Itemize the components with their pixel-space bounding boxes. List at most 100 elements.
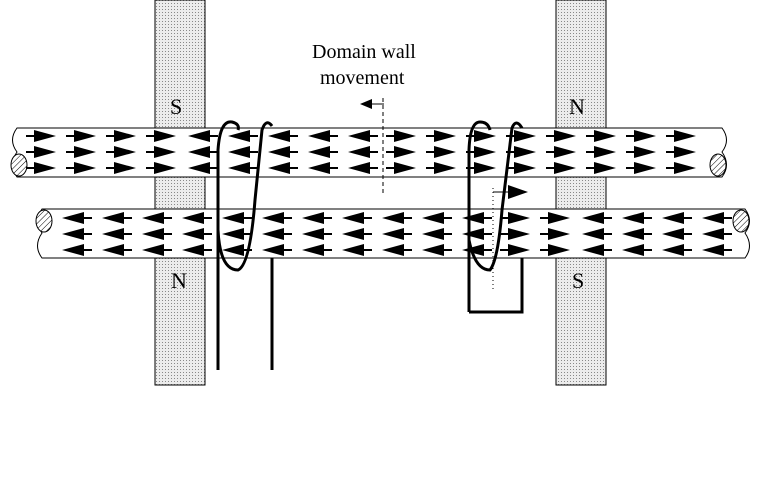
magnetization-right-arrow-icon <box>500 212 530 224</box>
magnetization-right-arrow-icon <box>500 244 530 256</box>
magnetization-right-arrow-icon <box>146 146 176 158</box>
magnetization-left-arrow-icon <box>268 146 298 158</box>
magnetization-right-arrow-icon <box>66 146 96 158</box>
magnetization-right-arrow-icon <box>106 146 136 158</box>
label-right-bottom-pole: S <box>572 268 584 293</box>
magnetization-left-arrow-icon <box>142 212 172 224</box>
magnetization-left-arrow-icon <box>702 212 732 224</box>
magnetization-left-arrow-icon <box>62 228 92 240</box>
left-coil <box>216 120 274 370</box>
magnetization-left-arrow-icon <box>268 130 298 142</box>
magnetization-left-arrow-icon <box>228 130 258 142</box>
magnetization-right-arrow-icon <box>426 146 456 158</box>
magnetization-right-arrow-icon <box>586 146 616 158</box>
magnetization-left-arrow-icon <box>382 244 412 256</box>
magnetization-right-arrow-icon <box>626 146 656 158</box>
magnetization-left-arrow-icon <box>702 244 732 256</box>
magnetization-right-arrow-icon <box>586 162 616 174</box>
magnetization-left-arrow-icon <box>622 228 652 240</box>
magnetization-left-arrow-icon <box>188 162 218 174</box>
magnetization-right-arrow-icon <box>146 130 176 142</box>
magnetization-right-arrow-icon <box>540 212 570 224</box>
magnetization-left-arrow-icon <box>182 244 212 256</box>
magnetization-left-arrow-icon <box>422 212 452 224</box>
magnetization-left-arrow-icon <box>622 212 652 224</box>
magnetization-left-arrow-icon <box>382 212 412 224</box>
magnetization-right-arrow-icon <box>386 130 416 142</box>
magnetization-left-arrow-icon <box>302 212 332 224</box>
magnetization-right-arrow-icon <box>386 146 416 158</box>
bottom-rod-left-end <box>35 209 53 233</box>
magnetization-left-arrow-icon <box>348 130 378 142</box>
magnetization-right-arrow-icon <box>626 162 656 174</box>
magnetization-left-arrow-icon <box>102 212 132 224</box>
magnetization-right-arrow-icon <box>540 228 570 240</box>
caption-line-2: movement <box>320 67 405 89</box>
magnetization-left-arrow-icon <box>188 146 218 158</box>
magnetization-right-arrow-icon <box>106 130 136 142</box>
magnetization-left-arrow-icon <box>308 162 338 174</box>
magnetization-left-arrow-icon <box>462 228 492 240</box>
magnetization-left-arrow-icon <box>422 228 452 240</box>
magnetization-left-arrow-icon <box>308 130 338 142</box>
left-magnet <box>154 0 206 386</box>
magnetization-left-arrow-icon <box>342 212 372 224</box>
magnetization-left-arrow-icon <box>308 146 338 158</box>
top-rod <box>10 127 727 178</box>
magnetization-left-arrow-icon <box>188 130 218 142</box>
magnetization-left-arrow-icon <box>302 244 332 256</box>
magnetization-left-arrow-icon <box>582 212 612 224</box>
magnetization-right-arrow-icon <box>426 162 456 174</box>
magnetization-right-arrow-icon <box>26 162 56 174</box>
magnetization-right-arrow-icon <box>626 130 656 142</box>
magnetization-right-arrow-icon <box>666 146 696 158</box>
magnetization-left-arrow-icon <box>182 212 212 224</box>
magnetization-left-arrow-icon <box>262 212 292 224</box>
magnetization-left-arrow-icon <box>622 244 652 256</box>
magnetization-left-arrow-icon <box>62 244 92 256</box>
magnetization-left-arrow-icon <box>348 162 378 174</box>
magnetization-left-arrow-icon <box>582 244 612 256</box>
magnetization-left-arrow-icon <box>102 244 132 256</box>
magnetization-right-arrow-icon <box>26 146 56 158</box>
top-rod-right-end <box>709 153 727 177</box>
magnetization-left-arrow-icon <box>422 244 452 256</box>
magnetization-left-arrow-icon <box>382 228 412 240</box>
magnetization-left-arrow-icon <box>348 146 378 158</box>
magnetization-left-arrow-icon <box>462 212 492 224</box>
label-right-top-pole: N <box>569 94 585 119</box>
magnetization-right-arrow-icon <box>386 162 416 174</box>
magnetization-right-arrow-icon <box>586 130 616 142</box>
label-left-top-pole: S <box>170 94 182 119</box>
magnetization-right-arrow-icon <box>146 162 176 174</box>
magnetization-left-arrow-icon <box>662 228 692 240</box>
caption-line-1: Domain wall <box>312 41 416 63</box>
magnetization-left-arrow-icon <box>262 228 292 240</box>
magnetization-left-arrow-icon <box>582 228 612 240</box>
magnetization-left-arrow-icon <box>222 212 252 224</box>
magnetization-right-arrow-icon <box>26 130 56 142</box>
magnetization-right-arrow-icon <box>506 130 536 142</box>
magnetization-left-arrow-icon <box>102 228 132 240</box>
magnetization-left-arrow-icon <box>262 244 292 256</box>
right-coil <box>467 120 524 314</box>
magnetization-right-arrow-icon <box>666 130 696 142</box>
bottom-rod <box>35 208 750 259</box>
magnetization-left-arrow-icon <box>228 162 258 174</box>
right-magnet <box>555 0 607 386</box>
magnetization-right-arrow-icon <box>106 162 136 174</box>
magnetization-left-arrow-icon <box>142 244 172 256</box>
magnetization-left-arrow-icon <box>702 228 732 240</box>
magnetization-left-arrow-icon <box>342 228 372 240</box>
magnetization-right-arrow-icon <box>546 130 576 142</box>
magnetization-left-arrow-icon <box>662 244 692 256</box>
magnetization-right-arrow-icon <box>426 130 456 142</box>
magnetization-left-arrow-icon <box>268 162 298 174</box>
magnetization-left-arrow-icon <box>662 212 692 224</box>
magnetization-left-arrow-icon <box>142 228 172 240</box>
magnetization-right-arrow-icon <box>506 162 536 174</box>
magnetization-left-arrow-icon <box>62 212 92 224</box>
magnetization-left-arrow-icon <box>302 228 332 240</box>
magnetization-right-arrow-icon <box>66 130 96 142</box>
